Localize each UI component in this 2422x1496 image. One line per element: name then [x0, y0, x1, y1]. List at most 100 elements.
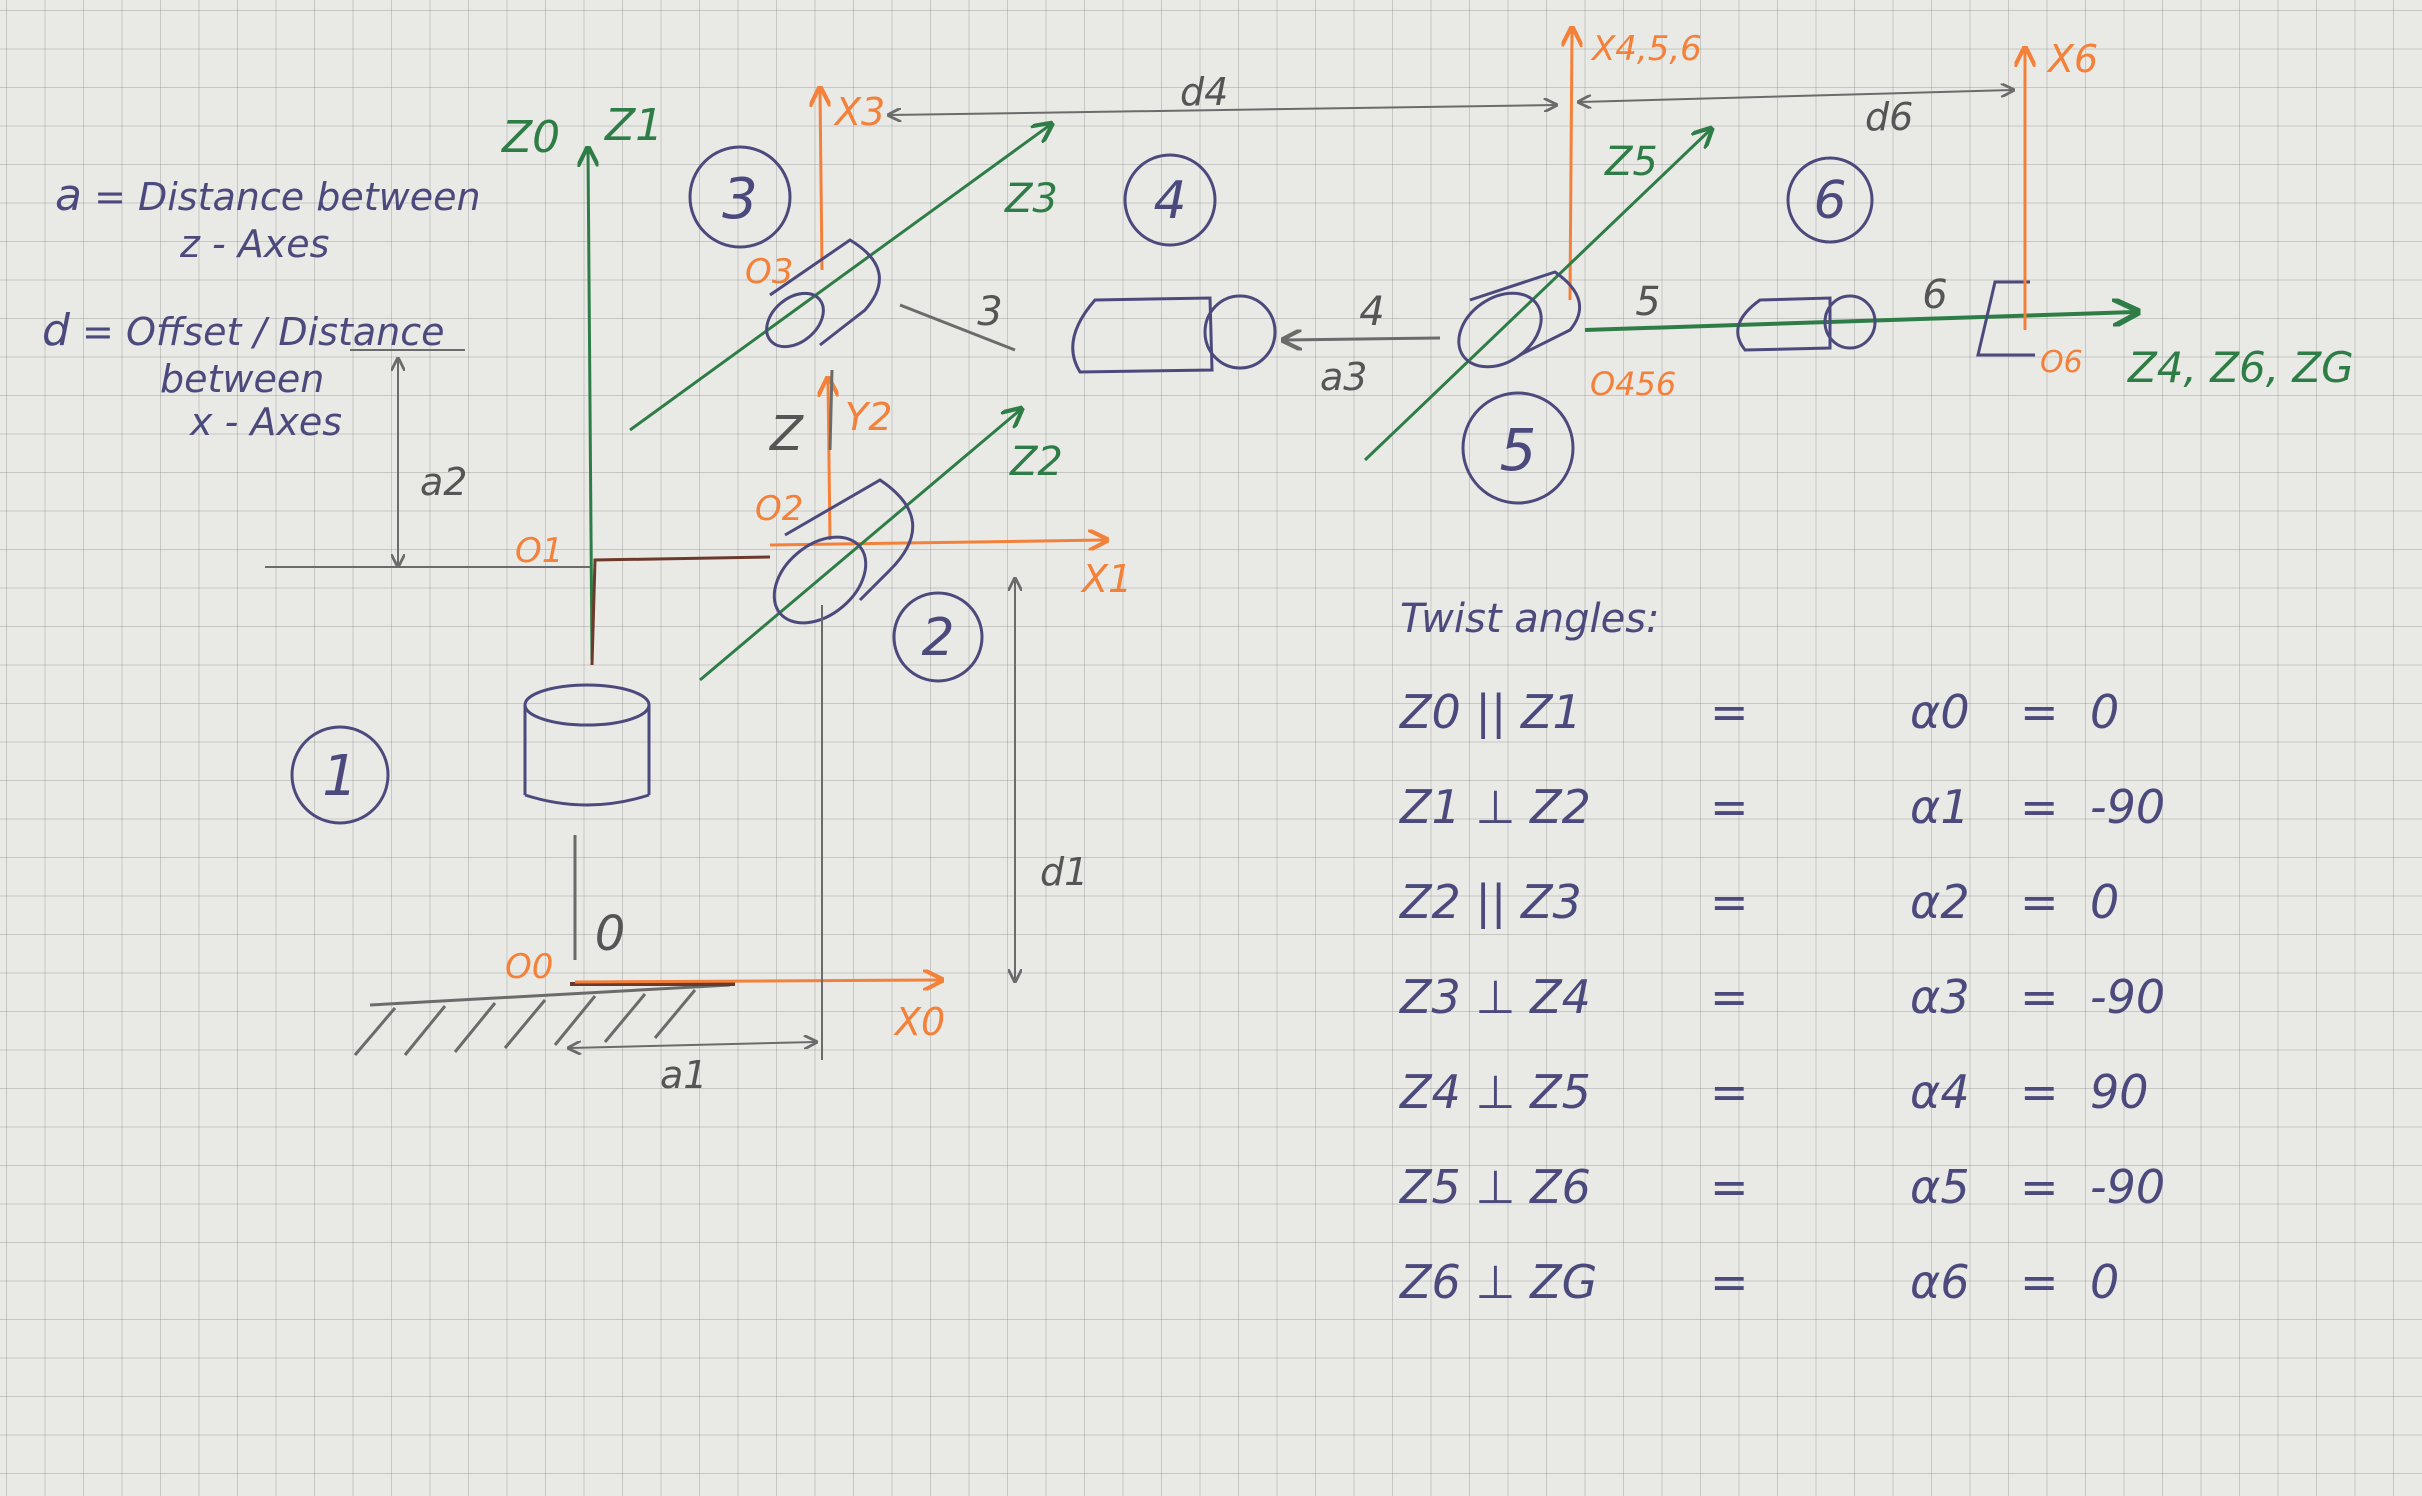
twist-relation: Z0 || Z1: [1400, 685, 1582, 739]
legend-a-symbol: a: [55, 170, 82, 221]
twist-equals-2: =: [2020, 1065, 2059, 1119]
link-number-4: 4: [1359, 289, 1384, 335]
z-small-label: Z: [768, 406, 804, 462]
x3-axis: [820, 90, 822, 271]
twist-value: 90: [2090, 1065, 2149, 1119]
twist-equals: =: [1710, 970, 1749, 1024]
x0-axis: [574, 980, 940, 982]
x456-axis: [1570, 30, 1572, 301]
twist-row: Z5 ⊥ Z6=α5-90=: [1400, 1160, 2300, 1220]
joint-label-circle-6: [1786, 156, 1874, 244]
z4-z6-zg-axis: [1584, 312, 2135, 332]
joint-5-cylinder: [1457, 270, 1581, 369]
joint-6-body: [1736, 294, 1877, 352]
twist-value: 0: [2090, 685, 2120, 739]
joint-label-circle-4: [1123, 153, 1217, 247]
y2-axis: [828, 380, 830, 541]
twist-alpha: α1: [1910, 780, 1970, 834]
twist-value: -90: [2090, 970, 2166, 1024]
joint-3-cylinder: [765, 238, 881, 349]
o1-label: O1: [515, 531, 563, 571]
x3-label: X3: [833, 90, 885, 134]
twist-equals-2: =: [2020, 970, 2059, 1024]
twist-alpha: α4: [1910, 1065, 1970, 1119]
twist-alpha: α6: [1910, 1255, 1970, 1309]
twist-value: 0: [2090, 1255, 2120, 1309]
joint-number-3: 3: [722, 167, 758, 232]
twist-alpha: α3: [1910, 970, 1970, 1024]
twist-relation: Z5 ⊥ Z6: [1400, 1160, 1591, 1214]
joint-label-circle-3: [688, 145, 792, 249]
legend-a-text: = Distance between: [94, 175, 481, 219]
twist-equals: =: [1710, 1065, 1749, 1119]
z3-axis: [629, 125, 1050, 432]
legend-a: a = Distance between: [55, 170, 481, 221]
joint-label-circle-1: [290, 725, 390, 825]
z-stack-label: Z4, Z6, ZG: [2127, 343, 2354, 392]
a3-label: a3: [1320, 355, 1367, 399]
joint-number-5: 5: [1500, 416, 1537, 484]
z2-label: Z2: [1009, 439, 1063, 485]
ground: [353, 982, 735, 1056]
link-number-0: 0: [595, 906, 626, 962]
x1-axis: [769, 540, 1105, 545]
o456-label: O456: [1590, 365, 1676, 403]
twist-equals-2: =: [2020, 1255, 2059, 1309]
joint-number-2: 2: [921, 608, 954, 668]
twist-equals-2: =: [2020, 780, 2059, 834]
o6-label: O6: [2040, 345, 2083, 380]
o3-label: O3: [745, 252, 793, 292]
d6-label: d6: [1865, 95, 1913, 139]
x456-label: X4,5,6: [1590, 29, 1702, 69]
twist-equals-2: =: [2020, 685, 2059, 739]
d6-dimension: [1580, 90, 2012, 102]
o2-label: O2: [755, 489, 803, 529]
twist-title: Twist angles:: [1400, 596, 1660, 642]
d4-label: d4: [1180, 70, 1228, 114]
twist-alpha: α2: [1910, 875, 1970, 929]
twist-alpha: α5: [1910, 1160, 1970, 1214]
z5-axis: [1363, 130, 1710, 462]
twist-relation: Z6 ⊥ ZG: [1400, 1255, 1598, 1309]
twist-row: Z4 ⊥ Z5 = α4 90 =: [1400, 1065, 2300, 1125]
link-3: [899, 303, 1016, 352]
legend-d-text: = Offset / Distance: [82, 310, 445, 354]
legend-a-line2: z - Axes: [180, 222, 330, 266]
z3-label: Z3: [1004, 176, 1058, 222]
twist-equals: =: [1710, 1160, 1749, 1214]
twist-equals: =: [1710, 780, 1749, 834]
twist-value: 0: [2090, 875, 2120, 929]
a1-dimension: [570, 1042, 815, 1048]
twist-row: Z1 ⊥ Z2=α1-90=: [1400, 780, 2300, 840]
joint-label-circle-5: [1461, 391, 1575, 505]
gripper: [1976, 280, 2035, 357]
d4-dimension: [890, 105, 1555, 115]
joint-number-4: 4: [1153, 171, 1186, 231]
twist-equals: =: [1710, 875, 1749, 929]
twist-alpha: α0: [1910, 685, 1970, 739]
twist-relation: Z4 ⊥ Z5: [1400, 1065, 1591, 1119]
z1-label: Z1: [604, 100, 663, 151]
joint-2-cylinder: [772, 478, 915, 625]
legend-d-symbol: d: [42, 305, 70, 356]
twist-row: Z6 ⊥ ZG = α6 0 =: [1400, 1255, 2300, 1315]
a1-label: a1: [660, 1053, 707, 1097]
a2-label: a2: [420, 460, 467, 504]
joint-number-1: 1: [322, 744, 358, 809]
z1-axis: [588, 150, 592, 661]
x1-label: X1: [1080, 557, 1132, 601]
x0-label: X0: [893, 1000, 945, 1044]
z0-label: Z0: [501, 112, 560, 163]
twist-equals: =: [1710, 1255, 1749, 1309]
o0-label: O0: [505, 947, 553, 987]
link-2: [828, 369, 834, 451]
link-number-3: 3: [977, 289, 1002, 335]
z5-label: Z5: [1604, 139, 1658, 185]
link-number-5: 5: [1635, 279, 1660, 325]
twist-relation: Z3 ⊥ Z4: [1400, 970, 1591, 1024]
twist-row: Z3 ⊥ Z4 = α3 -90 =: [1400, 970, 2300, 1030]
joint-number-6: 6: [1813, 171, 1846, 231]
twist-equals-2: =: [2020, 1160, 2059, 1214]
